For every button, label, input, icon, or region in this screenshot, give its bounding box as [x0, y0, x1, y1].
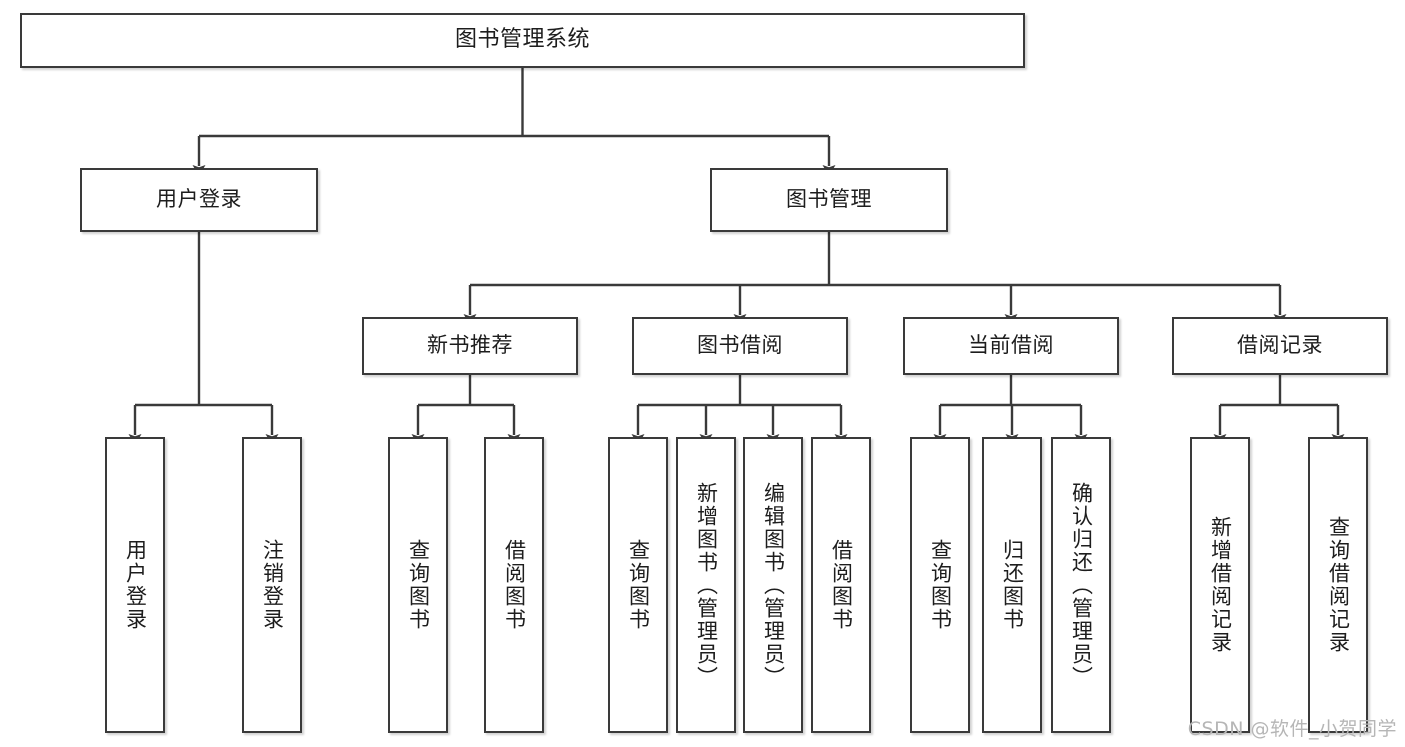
node-label: 用户登录 — [156, 187, 242, 212]
node-leaf-cb-return[interactable]: 归还图书 — [982, 437, 1042, 733]
node-label: 查询图书 — [626, 539, 651, 631]
node-leaf-user-logout[interactable]: 注销登录 — [242, 437, 302, 733]
node-label: 当前借阅 — [968, 333, 1054, 358]
node-leaf-cb-query[interactable]: 查询图书 — [910, 437, 970, 733]
node-leaf-bb-query[interactable]: 查询图书 — [608, 437, 668, 733]
node-borrow-record[interactable]: 借阅记录 — [1172, 317, 1388, 375]
node-label: 归还图书 — [1000, 539, 1025, 631]
node-label: 查询图书 — [406, 539, 431, 631]
node-label: 查询借阅记录 — [1326, 516, 1351, 654]
node-book-manage[interactable]: 图书管理 — [710, 168, 948, 232]
node-leaf-bb-borrow[interactable]: 借阅图书 — [811, 437, 871, 733]
node-label: 确认归还（管理员） — [1069, 481, 1094, 689]
watermark: CSDN @软件_小贺同学 — [1187, 718, 1397, 740]
node-label: 图书管理 — [786, 187, 872, 212]
node-label: 注销登录 — [260, 539, 285, 631]
node-leaf-br-query[interactable]: 查询借阅记录 — [1308, 437, 1368, 733]
node-label: 用户登录 — [123, 539, 148, 631]
node-root[interactable]: 图书管理系统 — [20, 13, 1025, 68]
node-leaf-rec-borrow[interactable]: 借阅图书 — [484, 437, 544, 733]
node-label: 新增借阅记录 — [1208, 516, 1233, 654]
node-label: 图书管理系统 — [454, 27, 590, 53]
node-label: 查询图书 — [928, 539, 953, 631]
node-leaf-bb-edit[interactable]: 编辑图书（管理员） — [743, 437, 803, 733]
node-label: 借阅图书 — [502, 539, 527, 631]
node-user-login[interactable]: 用户登录 — [80, 168, 318, 232]
node-book-borrow[interactable]: 图书借阅 — [632, 317, 848, 375]
node-label: 借阅记录 — [1237, 333, 1323, 358]
node-label: 图书借阅 — [697, 333, 783, 358]
node-leaf-cb-confirm[interactable]: 确认归还（管理员） — [1051, 437, 1111, 733]
node-leaf-bb-add[interactable]: 新增图书（管理员） — [676, 437, 736, 733]
node-leaf-br-add[interactable]: 新增借阅记录 — [1190, 437, 1250, 733]
node-label: 新增图书（管理员） — [694, 481, 719, 689]
node-leaf-rec-query[interactable]: 查询图书 — [388, 437, 448, 733]
node-current-borrow[interactable]: 当前借阅 — [903, 317, 1119, 375]
node-label: 借阅图书 — [829, 539, 854, 631]
node-leaf-user-login[interactable]: 用户登录 — [105, 437, 165, 733]
node-label: 新书推荐 — [427, 333, 513, 358]
node-label: 编辑图书（管理员） — [761, 481, 786, 689]
node-new-book-rec[interactable]: 新书推荐 — [362, 317, 578, 375]
